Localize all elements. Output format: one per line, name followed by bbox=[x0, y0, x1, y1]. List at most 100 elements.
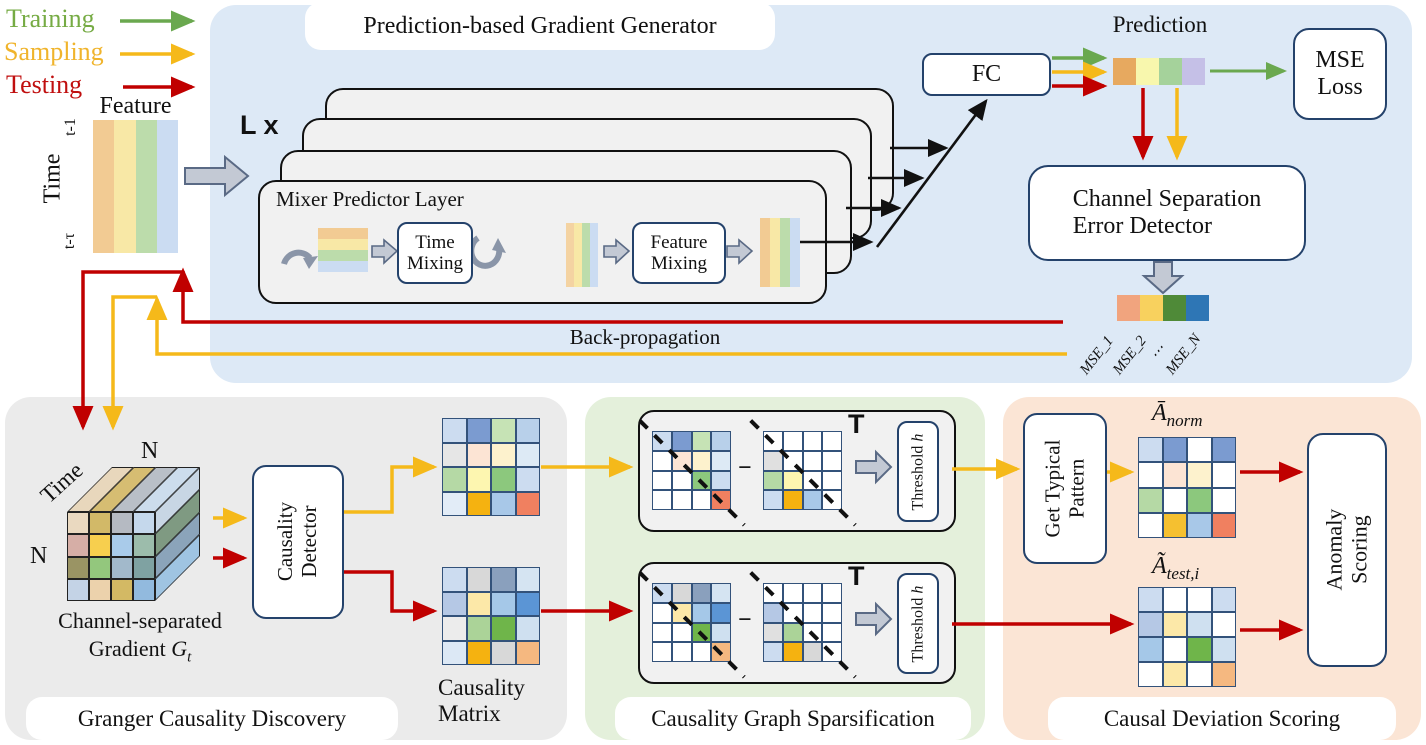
matrix-cell bbox=[1187, 512, 1212, 538]
matrix-cell bbox=[711, 450, 731, 471]
granger-title: Granger Causality Discovery bbox=[77, 705, 347, 731]
matrix-cell bbox=[133, 512, 155, 535]
sparsification-title: Causality Graph Sparsification bbox=[651, 705, 935, 731]
mse-cells bbox=[1117, 295, 1209, 321]
matrix-cell bbox=[1211, 587, 1236, 612]
channel-detector-line2: Error Detector bbox=[1072, 213, 1212, 239]
matrix-cell bbox=[466, 640, 491, 665]
cube-n-top-label: N bbox=[141, 438, 159, 464]
matrix-cell bbox=[1211, 437, 1236, 463]
matrix-cell bbox=[671, 583, 692, 603]
matrix-cell bbox=[1187, 587, 1212, 612]
matrix-cell bbox=[711, 622, 731, 643]
matrix-cell bbox=[1136, 58, 1159, 85]
matrix-cell bbox=[442, 640, 467, 665]
matrix-cell bbox=[822, 583, 842, 603]
mixer-layer-title: Mixer Predictor Layer bbox=[276, 187, 464, 211]
matrix-cell bbox=[135, 120, 157, 253]
causality-detector-box: Causality Detector bbox=[252, 465, 344, 619]
matrix-cell bbox=[652, 490, 672, 510]
matrix-cell bbox=[133, 534, 155, 557]
stack-count-label: L x bbox=[240, 110, 279, 140]
matrix-cell bbox=[802, 602, 823, 623]
causality-matrix-label: Causality Matrix bbox=[438, 675, 525, 727]
matrix-cell bbox=[691, 583, 712, 603]
matrix-cell bbox=[111, 534, 133, 557]
matrix-cell bbox=[67, 534, 89, 557]
prediction-cells bbox=[1113, 58, 1205, 85]
causality-matrix-sampling bbox=[442, 418, 540, 516]
cube-caption-line2: Gradient Gt bbox=[20, 636, 260, 666]
time-mixing-line1: Time bbox=[415, 231, 455, 253]
matrix-cell bbox=[466, 467, 491, 492]
matrix-cell bbox=[491, 616, 516, 641]
matrix-cell bbox=[114, 120, 136, 253]
sparsification-title-box: Causality Graph Sparsification bbox=[615, 697, 971, 740]
matrix-cell bbox=[1138, 637, 1163, 662]
matrix-cell bbox=[770, 218, 780, 287]
matrix-cell bbox=[1211, 662, 1236, 687]
cube-caption-word: Gradient bbox=[88, 636, 166, 661]
matrix-cell bbox=[763, 622, 783, 643]
matrix-cell bbox=[1138, 612, 1163, 637]
matrix-cell bbox=[763, 450, 783, 471]
matrix-cell bbox=[515, 616, 540, 641]
matrix-cell bbox=[466, 616, 491, 641]
legend-testing-label: Testing bbox=[6, 70, 83, 99]
matrix-cell bbox=[802, 583, 823, 603]
threshold-var-bottom: h bbox=[909, 585, 926, 594]
matrix-cell bbox=[89, 534, 111, 557]
matrix-cell bbox=[491, 640, 516, 665]
matrix-cell bbox=[1138, 487, 1163, 513]
minus-sign-bottom: − bbox=[738, 607, 752, 633]
matrix-cell bbox=[1162, 487, 1187, 513]
causality-detector-line1: Causality bbox=[273, 502, 298, 582]
feature-mixing-line2: Mixing bbox=[651, 253, 707, 274]
matrix-cell bbox=[156, 120, 178, 253]
causality-matrix-testing bbox=[442, 567, 540, 665]
matrix-cell bbox=[1138, 512, 1163, 538]
matrix-cell bbox=[1182, 58, 1205, 85]
matrix-cell bbox=[442, 467, 467, 492]
matrix-cell bbox=[691, 602, 712, 623]
matrix-cell bbox=[1159, 58, 1182, 85]
causality-matrix-label-line2: Matrix bbox=[438, 700, 501, 726]
matrix-cell bbox=[318, 261, 368, 272]
mixer-v-stripes-1 bbox=[566, 223, 598, 287]
matrix-cell bbox=[782, 642, 803, 662]
matrix-cell bbox=[1140, 295, 1163, 321]
matrix-cell bbox=[67, 556, 89, 579]
backprop-label: Back-propagation bbox=[569, 325, 721, 349]
matrix-cell bbox=[1162, 612, 1187, 637]
matrix-cell bbox=[802, 490, 823, 510]
time-mixing-line2: Mixing bbox=[407, 253, 463, 274]
matrix-cell bbox=[671, 470, 692, 491]
cube-caption-var: G bbox=[171, 636, 188, 661]
matrix-cell bbox=[1117, 295, 1140, 321]
legend-training-label: Training bbox=[6, 4, 95, 33]
transpose-label-top: T bbox=[848, 409, 865, 439]
mixer-h-stripes bbox=[318, 228, 368, 272]
threshold-word-top: Threshold bbox=[909, 445, 926, 510]
matrix-cell bbox=[466, 442, 491, 467]
matrix-cell bbox=[1162, 512, 1187, 538]
matrix-cell bbox=[133, 578, 155, 601]
t-minus-1-label: t-1 bbox=[61, 118, 79, 136]
matrix-cell bbox=[691, 450, 712, 471]
threshold-var-top: h bbox=[909, 433, 926, 442]
matrix-cell bbox=[711, 470, 731, 491]
matrix-cell bbox=[1187, 462, 1212, 488]
a-test-base: Ã bbox=[1152, 553, 1167, 579]
matrix-cell bbox=[93, 120, 115, 253]
matrix-cell bbox=[442, 567, 467, 592]
threshold-box-top: Threshold h bbox=[897, 421, 939, 522]
matrix-cell bbox=[1138, 662, 1163, 687]
feature-matrix bbox=[93, 120, 178, 253]
matrix-cell bbox=[1211, 487, 1236, 513]
feature-mixing-box: Feature Mixing bbox=[632, 222, 726, 284]
legend-item-testing: Testing bbox=[6, 70, 82, 100]
a-norm-sub: norm bbox=[1166, 410, 1203, 430]
matrix-cell bbox=[318, 250, 368, 261]
matrix-cell bbox=[515, 640, 540, 665]
matrix-cell bbox=[442, 491, 467, 516]
